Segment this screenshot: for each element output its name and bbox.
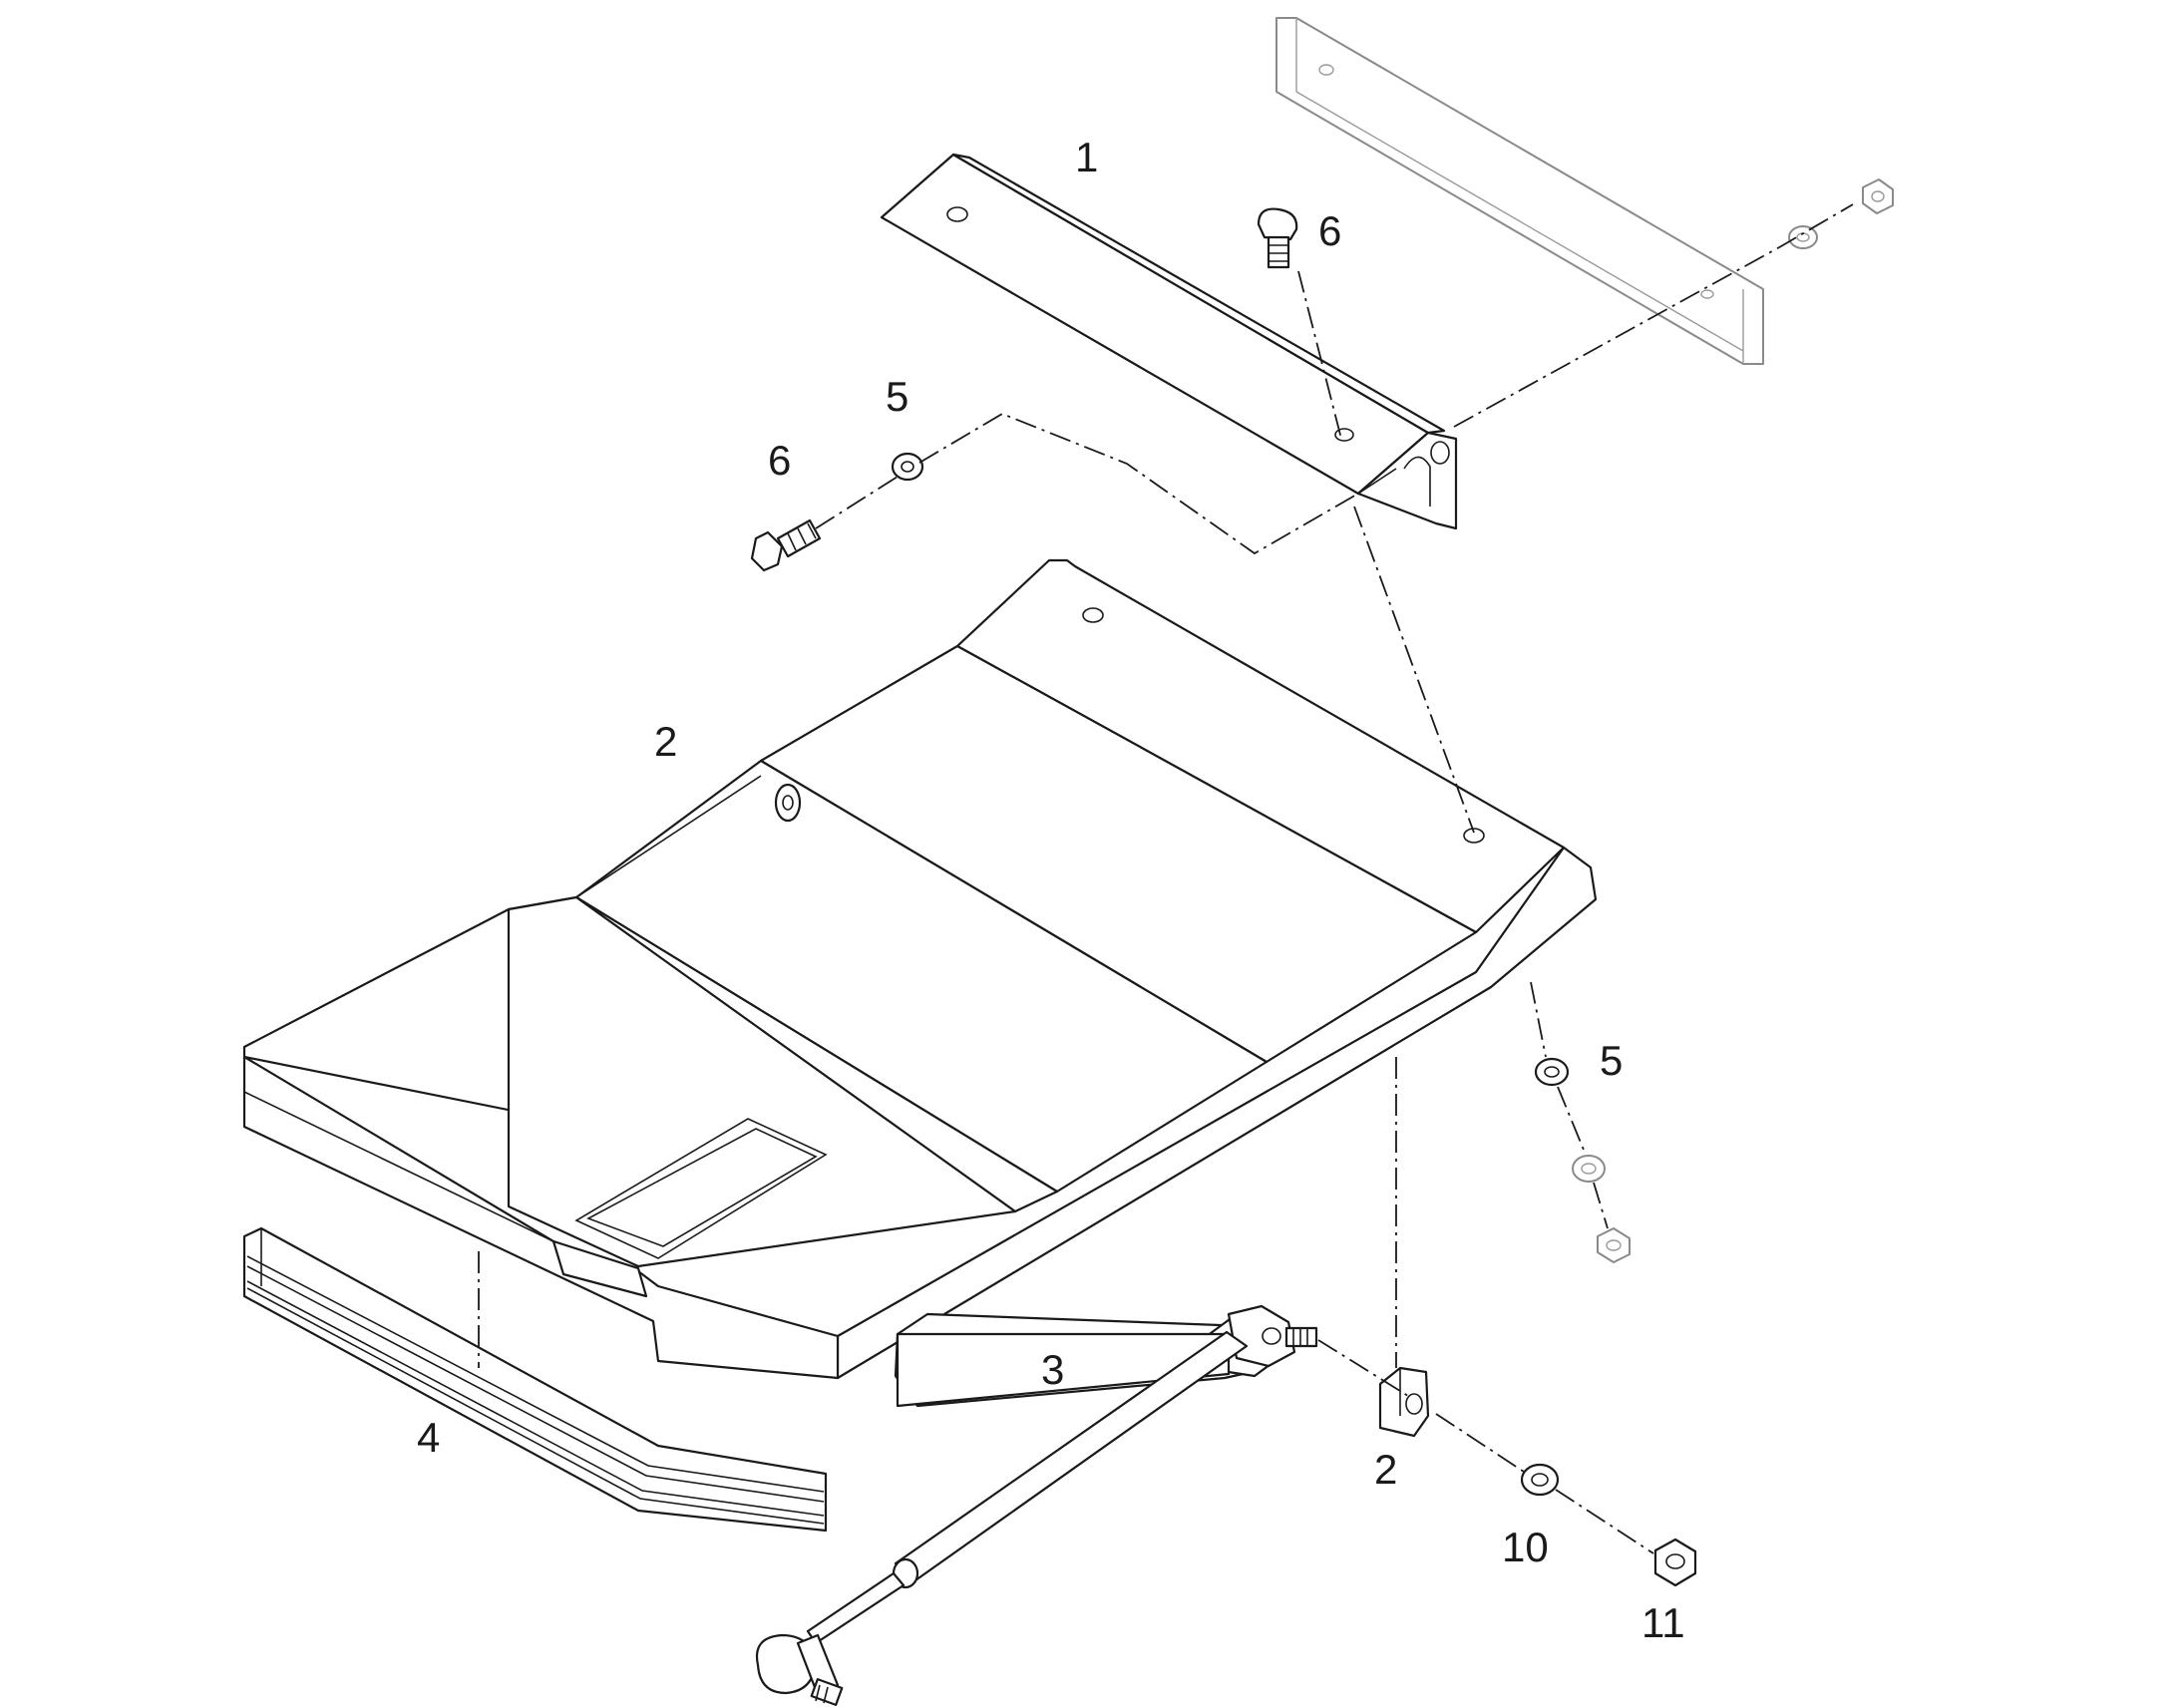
callout-5-upper: 5 bbox=[886, 373, 908, 420]
callout-6-upper: 6 bbox=[1318, 207, 1341, 254]
callout-5-right: 5 bbox=[1600, 1037, 1623, 1084]
callout-10: 10 bbox=[1502, 1524, 1549, 1570]
bolt-upper bbox=[1257, 207, 1298, 269]
small-bracket bbox=[1378, 1366, 1430, 1438]
callout-4: 4 bbox=[417, 1414, 440, 1461]
nut-reference-upper bbox=[1862, 178, 1894, 214]
gasket-strip bbox=[242, 1226, 828, 1533]
angle-bracket bbox=[880, 153, 1458, 530]
callout-3: 3 bbox=[1041, 1346, 1064, 1393]
cover-panel bbox=[242, 558, 1598, 1380]
callout-2-bracket: 2 bbox=[1374, 1446, 1397, 1493]
washer-upper bbox=[891, 452, 924, 482]
assembly-lines bbox=[478, 203, 1854, 1554]
washer-lower bbox=[1520, 1463, 1560, 1497]
nut-reference-right bbox=[1597, 1227, 1631, 1263]
callout-1: 1 bbox=[1075, 134, 1098, 180]
washer-reference-upper bbox=[1788, 225, 1818, 249]
gas-spring bbox=[755, 1304, 1318, 1707]
mounting-plate-reference bbox=[1275, 17, 1764, 365]
callouts: 1 6 5 6 2 5 3 4 2 10 11 bbox=[417, 134, 1685, 1646]
bolt-left bbox=[750, 518, 822, 572]
washer-right bbox=[1534, 1057, 1570, 1087]
callout-2-cover: 2 bbox=[654, 718, 677, 765]
nut-lower bbox=[1653, 1537, 1697, 1587]
callout-6-left: 6 bbox=[768, 437, 791, 484]
callout-11: 11 bbox=[1641, 1599, 1685, 1646]
washer-reference-right bbox=[1572, 1155, 1606, 1183]
